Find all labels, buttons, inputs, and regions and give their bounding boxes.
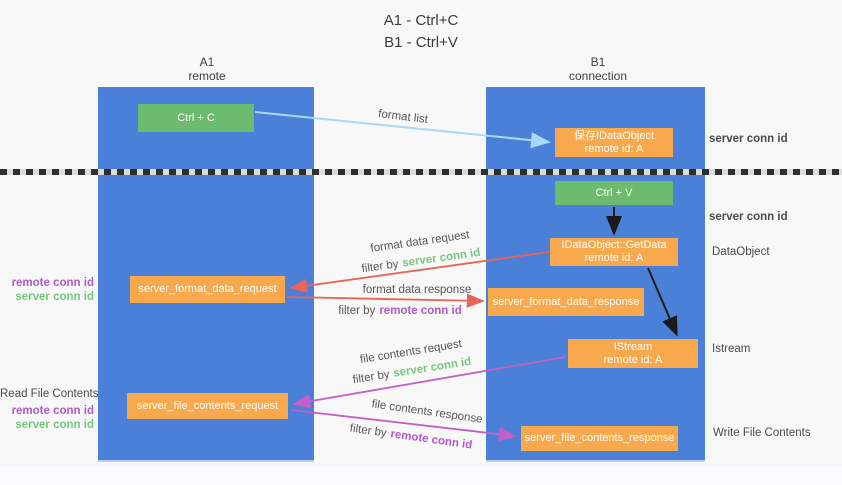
edge-label-file-contents-response: file contents response bbox=[370, 398, 484, 426]
node-idataobject-getdata-line2: remote id: A bbox=[584, 252, 644, 264]
node-istream-line2: remote id: A bbox=[603, 353, 663, 366]
title-line-1: A1 - Ctrl+C bbox=[383, 12, 459, 29]
side-label-server-conn-id-top: server conn id bbox=[709, 133, 788, 145]
node-server-format-data-response-label: server_format_data_response bbox=[492, 295, 640, 308]
node-ctrl-c-label: Ctrl + C bbox=[177, 111, 215, 124]
column-a1-subtitle: remote bbox=[188, 69, 226, 83]
node-ctrl-v-label: Ctrl + V bbox=[595, 186, 633, 199]
arrow-format-data-response bbox=[286, 293, 485, 308]
node-istream: IStream remote id: A bbox=[568, 339, 698, 368]
node-save-idataobject: 保存IDataObject remote id: A bbox=[555, 128, 673, 157]
left-label-remote-conn-id-2: remote conn id bbox=[11, 405, 94, 417]
server-conn-id-text: server conn id bbox=[392, 355, 473, 380]
remote-conn-id-text: remote conn id bbox=[389, 428, 473, 452]
edge-label-format-data-response: format data response bbox=[362, 284, 472, 296]
column-a1-name: A1 bbox=[199, 55, 215, 69]
node-server-format-data-request: server_format_data_request bbox=[130, 276, 285, 303]
node-idataobject-getdata: IDataObject::GetData remote id: A bbox=[550, 238, 678, 266]
diagram-title: A1 - Ctrl+C B1 - Ctrl+V bbox=[0, 10, 842, 54]
node-ctrl-v: Ctrl + V bbox=[555, 181, 673, 205]
side-label-istream: Istream bbox=[712, 343, 751, 355]
node-server-file-contents-response-label: server_file_contents_response bbox=[524, 432, 675, 444]
node-ctrl-c: Ctrl + C bbox=[138, 104, 254, 132]
edge-label-format-list: format list bbox=[377, 108, 429, 126]
column-b1-subtitle: connection bbox=[568, 69, 628, 83]
node-save-idataobject-line2: remote id: A bbox=[584, 142, 644, 155]
title-line-2: B1 - Ctrl+V bbox=[384, 34, 458, 51]
side-label-dataobject: DataObject bbox=[712, 246, 770, 258]
filter-by-text: filter by bbox=[351, 368, 391, 387]
filter-by-text: filter by bbox=[360, 258, 400, 276]
column-header-a1: A1 remote bbox=[127, 55, 287, 83]
session-divider-dashed-line bbox=[0, 169, 842, 175]
left-label-read-file-contents: Read File Contents bbox=[0, 388, 99, 400]
node-server-format-data-response: server_format_data_response bbox=[488, 288, 644, 316]
node-server-file-contents-request: server_file_contents_request bbox=[127, 393, 288, 419]
filter-by-text: filter by bbox=[349, 422, 388, 440]
column-header-b1: B1 connection bbox=[518, 55, 678, 83]
filter-by-text: filter by bbox=[338, 305, 376, 317]
node-idataobject-getdata-line1: IDataObject::GetData bbox=[561, 239, 667, 251]
node-istream-line1: IStream bbox=[613, 340, 653, 353]
node-server-file-contents-request-label: server_file_contents_request bbox=[136, 399, 279, 412]
node-save-idataobject-line1: 保存IDataObject bbox=[573, 129, 655, 142]
left-label-server-conn-id-1: server conn id bbox=[15, 291, 94, 303]
server-conn-id-text: server conn id bbox=[401, 246, 482, 270]
left-label-remote-conn-id-1: remote conn id bbox=[11, 277, 94, 289]
side-label-write-file-contents: Write File Contents bbox=[713, 427, 811, 439]
remote-conn-id-text: remote conn id bbox=[379, 305, 462, 317]
node-server-format-data-request-label: server_format_data_request bbox=[138, 283, 277, 295]
node-server-file-contents-response: server_file_contents_response bbox=[521, 426, 678, 451]
column-b1-name: B1 bbox=[590, 55, 606, 69]
left-label-conn-ids-bottom: remote conn id server conn id bbox=[0, 404, 94, 432]
left-label-server-conn-id-2: server conn id bbox=[15, 419, 94, 431]
side-label-server-conn-id-mid: server conn id bbox=[709, 211, 788, 223]
left-label-conn-ids-top: remote conn id server conn id bbox=[0, 276, 94, 304]
